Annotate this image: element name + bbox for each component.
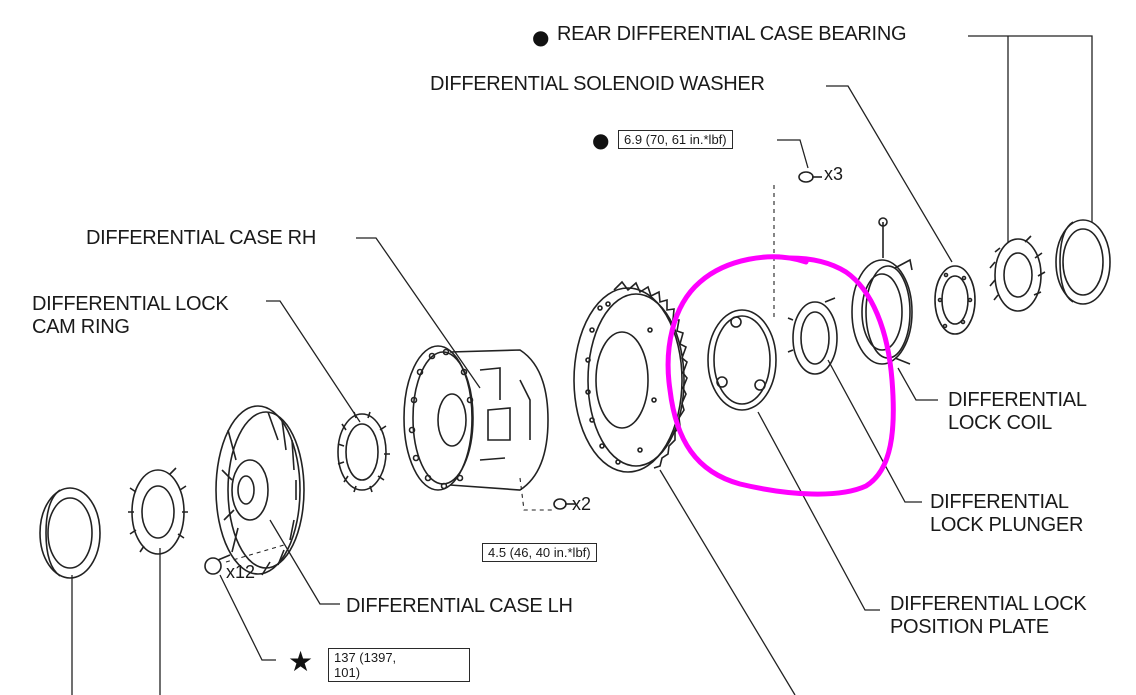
highlight-circle <box>665 254 896 497</box>
torque-spec-middle: 4.5 (46, 40 in.*lbf) <box>482 543 597 562</box>
label-case-rh: DIFFERENTIAL CASE RH <box>86 227 316 249</box>
front-case-bearing-cone <box>128 467 188 555</box>
label-lock-coil-line2: LOCK COIL <box>948 412 1052 434</box>
lock-plunger <box>787 297 838 375</box>
bolt-icon <box>798 171 822 183</box>
rear-case-bearing-cup <box>1055 219 1111 305</box>
lock-cam-ring <box>337 411 390 493</box>
star-icon: ★ <box>288 645 314 678</box>
label-cam-ring-line2: CAM RING <box>32 316 130 338</box>
bolt-qty-ring-gear: x12 <box>226 562 256 582</box>
torque-spec-top: 6.9 (70, 61 in.*lbf) <box>618 130 733 149</box>
label-lock-plunger-line2: LOCK PLUNGER <box>930 514 1084 536</box>
label-position-plate-line2: POSITION PLATE <box>890 616 1049 638</box>
rear-case-bearing-cone <box>989 235 1046 312</box>
bolt-qty-top: x3 <box>824 164 844 184</box>
differential-case-rh <box>403 345 549 491</box>
label-lock-coil-line1: DIFFERENTIAL <box>948 389 1087 411</box>
torque-spec-bottom-line2: 101) <box>334 665 361 680</box>
torque-spec-bottom-line1: 137 (1397, <box>334 650 397 665</box>
label-cam-ring-line1: DIFFERENTIAL LOCK <box>32 293 229 315</box>
bullet-icon: ● <box>592 128 610 152</box>
bolt-icon <box>553 498 576 510</box>
label-case-lh: DIFFERENTIAL CASE LH <box>346 595 573 617</box>
torque-spec-bottom: 137 (1397, 101) <box>328 648 470 682</box>
ring-gear <box>573 280 688 473</box>
label-position-plate-line1: DIFFERENTIAL LOCK <box>890 593 1087 615</box>
front-case-bearing-cup <box>39 487 101 579</box>
label-lock-plunger-line1: DIFFERENTIAL <box>930 491 1069 513</box>
bolt-icon <box>204 554 231 575</box>
label-solenoid-washer: DIFFERENTIAL SOLENOID WASHER <box>430 73 765 95</box>
leader-lines <box>71 35 1093 695</box>
differential-case-lh <box>215 405 305 576</box>
solenoid-washer <box>934 265 976 335</box>
bullet-icon: ● <box>532 25 550 49</box>
lock-coil <box>851 217 913 365</box>
label-rear-case-bearing: REAR DIFFERENTIAL CASE BEARING <box>557 23 907 45</box>
lock-position-plate <box>707 309 777 411</box>
bolt-qty-middle: x2 <box>572 494 592 514</box>
